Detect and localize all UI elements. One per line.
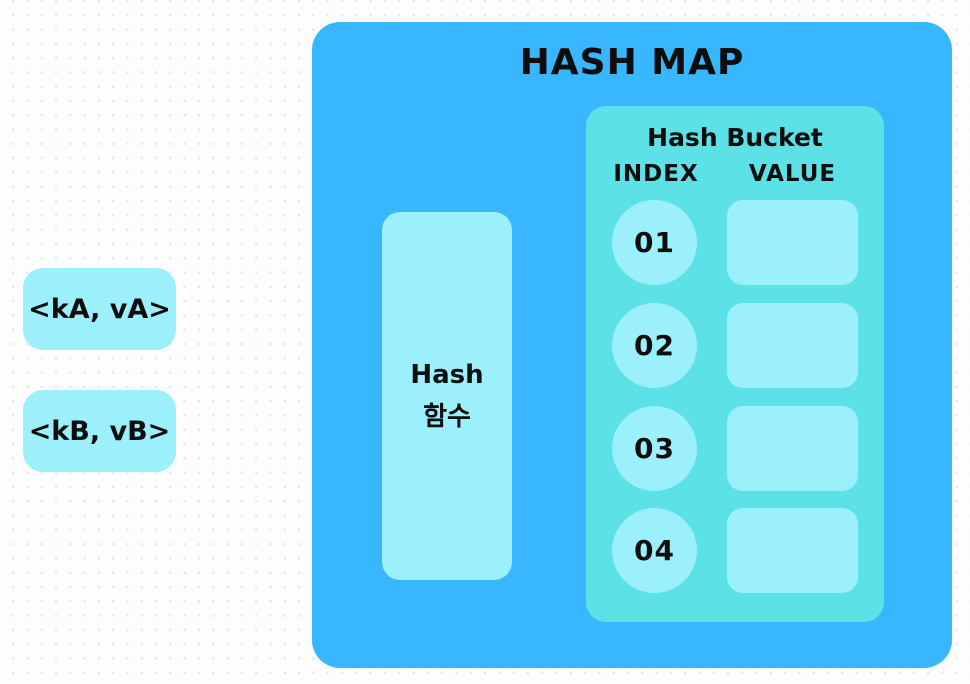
hash-bucket-panel: Hash Bucket INDEX VALUE 01 02 03 04 bbox=[586, 106, 884, 622]
value-slot-04 bbox=[727, 508, 858, 593]
key-value-pair-b: <kB, vB> bbox=[23, 390, 176, 472]
index-circle-02: 02 bbox=[612, 303, 697, 388]
value-slot-03 bbox=[727, 406, 858, 491]
key-value-pair-a: <kA, vA> bbox=[23, 268, 176, 350]
index-circle-01: 01 bbox=[612, 200, 697, 285]
index-circle-04: 04 bbox=[612, 508, 697, 593]
hash-function-label-ko: 함수 bbox=[423, 402, 471, 432]
bucket-row: 03 bbox=[586, 406, 884, 491]
bucket-row: 01 bbox=[586, 200, 884, 285]
hash-map-title: HASH MAP bbox=[519, 42, 745, 83]
hash-map-container: HASH MAP Hash 함수 Hash Bucket INDEX VALUE… bbox=[312, 22, 952, 668]
value-slot-02 bbox=[727, 303, 858, 388]
bucket-row: 04 bbox=[586, 508, 884, 593]
index-column-header: INDEX bbox=[613, 161, 699, 187]
value-slot-01 bbox=[727, 200, 858, 285]
bucket-row: 02 bbox=[586, 303, 884, 388]
index-circle-03: 03 bbox=[612, 406, 697, 491]
hash-function-label-en: Hash bbox=[410, 360, 484, 390]
value-column-header: VALUE bbox=[748, 161, 837, 187]
hash-bucket-title: Hash Bucket bbox=[647, 123, 823, 152]
hash-function-box: Hash 함수 bbox=[382, 212, 512, 580]
